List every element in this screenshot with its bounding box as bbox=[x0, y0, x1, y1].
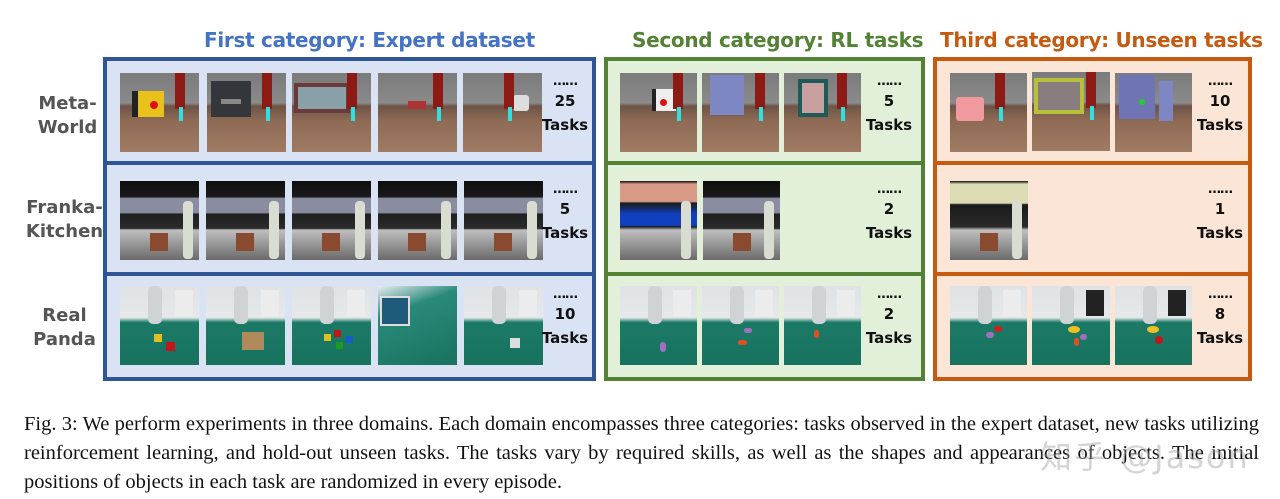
row-divider bbox=[937, 161, 1248, 165]
task-count: …… 2 Tasks bbox=[864, 183, 914, 245]
thumbnail-image bbox=[378, 181, 457, 260]
task-count-number: 5 bbox=[883, 92, 895, 110]
thumbnail-image bbox=[620, 73, 697, 152]
task-count-number: 10 bbox=[1209, 92, 1231, 110]
thumbnail-image bbox=[1032, 286, 1110, 365]
rl-tasks-panel: …… 5 Tasks …… 2 Tasks …… 2 bbox=[604, 57, 925, 381]
thumbnail-image bbox=[120, 286, 199, 365]
unseen-tasks-panel: …… 10 Tasks …… 1 Tasks bbox=[933, 57, 1252, 381]
expert-real-panda-row: …… 10 Tasks bbox=[107, 278, 592, 377]
task-count-number: 25 bbox=[554, 92, 576, 110]
ellipsis: …… bbox=[877, 74, 902, 89]
thumbnail-image bbox=[702, 73, 779, 152]
row-divider bbox=[107, 161, 592, 165]
task-count: …… 5 Tasks bbox=[864, 75, 914, 137]
task-count-number: 10 bbox=[554, 305, 576, 323]
thumbnail-image bbox=[950, 181, 1028, 260]
thumbnail-image bbox=[206, 181, 285, 260]
ellipsis: …… bbox=[553, 74, 578, 89]
thumbnail-image bbox=[950, 73, 1027, 152]
thumbnail-image bbox=[207, 73, 286, 152]
expert-metaworld-row: …… 25 Tasks bbox=[107, 61, 592, 163]
domain-label-line: Meta- bbox=[38, 93, 97, 114]
task-count: …… 5 Tasks bbox=[540, 183, 590, 245]
thumbnail-image bbox=[703, 181, 780, 260]
task-count-unit: Tasks bbox=[1196, 329, 1244, 347]
task-count-unit: Tasks bbox=[865, 116, 913, 134]
task-count-unit: Tasks bbox=[541, 116, 589, 134]
domain-label-line: Real bbox=[42, 305, 87, 326]
figure-caption: Fig. 3: We perform experiments in three … bbox=[24, 413, 1259, 493]
domain-label-real-panda: Real Panda bbox=[17, 304, 112, 352]
watermark: 知乎 @Jason bbox=[1040, 438, 1250, 476]
thumbnail-image bbox=[378, 286, 457, 365]
thumbnail-image bbox=[1032, 72, 1110, 151]
thumbnail-image bbox=[1115, 286, 1192, 365]
task-count: …… 25 Tasks bbox=[540, 75, 590, 137]
task-count-unit: Tasks bbox=[1196, 116, 1244, 134]
thumbnail-image bbox=[120, 73, 199, 152]
thumbnail-image bbox=[784, 286, 861, 365]
category-title-unseen: Third category: Unseen tasks bbox=[940, 28, 1263, 52]
expert-franka-kitchen-row: …… 5 Tasks bbox=[107, 167, 592, 274]
thumbnail-image bbox=[702, 286, 779, 365]
ellipsis: …… bbox=[1208, 287, 1233, 302]
thumbnail-image bbox=[463, 73, 542, 152]
task-count-number: 5 bbox=[559, 200, 571, 218]
thumbnail-image bbox=[464, 181, 543, 260]
domain-label-line: Panda bbox=[33, 329, 96, 350]
rl-franka-kitchen-row: …… 2 Tasks bbox=[608, 167, 921, 274]
thumbnail-image bbox=[292, 286, 371, 365]
thumbnail-image bbox=[620, 286, 697, 365]
domain-label-line: World bbox=[37, 117, 98, 138]
thumbnail-image bbox=[206, 286, 285, 365]
expert-dataset-panel: …… 25 Tasks …… 5 Tasks bbox=[103, 57, 596, 381]
task-count-unit: Tasks bbox=[1196, 224, 1244, 242]
thumbnail-image bbox=[120, 181, 199, 260]
category-title-rl: Second category: RL tasks bbox=[632, 28, 924, 52]
row-divider bbox=[608, 161, 921, 165]
unseen-metaworld-row: …… 10 Tasks bbox=[937, 61, 1248, 163]
row-divider bbox=[107, 272, 592, 276]
row-divider bbox=[608, 272, 921, 276]
domain-label-line: Franka- bbox=[26, 197, 103, 218]
thumbnail-image bbox=[950, 286, 1027, 365]
task-count: …… 8 Tasks bbox=[1195, 288, 1245, 350]
thumbnail-image bbox=[784, 73, 861, 152]
task-count: …… 2 Tasks bbox=[864, 288, 914, 350]
task-count-unit: Tasks bbox=[865, 329, 913, 347]
domain-label-metaworld: Meta- World bbox=[20, 92, 115, 140]
thumbnail-image bbox=[292, 181, 371, 260]
ellipsis: …… bbox=[553, 182, 578, 197]
task-count-unit: Tasks bbox=[865, 224, 913, 242]
task-count-number: 2 bbox=[883, 305, 895, 323]
task-count: …… 10 Tasks bbox=[1195, 75, 1245, 137]
rl-real-panda-row: …… 2 Tasks bbox=[608, 278, 921, 377]
task-count-unit: Tasks bbox=[541, 224, 589, 242]
thumbnail-image bbox=[620, 181, 697, 260]
ellipsis: …… bbox=[877, 182, 902, 197]
ellipsis: …… bbox=[1208, 182, 1233, 197]
row-divider bbox=[937, 272, 1248, 276]
unseen-franka-kitchen-row: …… 1 Tasks bbox=[937, 167, 1248, 274]
task-count-number: 1 bbox=[1214, 200, 1226, 218]
thumbnail-image bbox=[464, 286, 543, 365]
thumbnail-image bbox=[292, 73, 371, 152]
thumbnail-image bbox=[378, 73, 457, 152]
unseen-real-panda-row: …… 8 Tasks bbox=[937, 278, 1248, 377]
rl-metaworld-row: …… 5 Tasks bbox=[608, 61, 921, 163]
thumbnail-image bbox=[1115, 73, 1192, 152]
task-count: …… 1 Tasks bbox=[1195, 183, 1245, 245]
task-count-number: 8 bbox=[1214, 305, 1226, 323]
domain-label-franka-kitchen: Franka- Kitchen bbox=[17, 196, 112, 244]
domain-label-line: Kitchen bbox=[25, 221, 104, 242]
category-title-expert: First category: Expert dataset bbox=[204, 28, 535, 52]
ellipsis: …… bbox=[553, 287, 578, 302]
ellipsis: …… bbox=[1208, 74, 1233, 89]
task-count-number: 2 bbox=[883, 200, 895, 218]
task-count: …… 10 Tasks bbox=[540, 288, 590, 350]
task-count-unit: Tasks bbox=[541, 329, 589, 347]
ellipsis: …… bbox=[877, 287, 902, 302]
